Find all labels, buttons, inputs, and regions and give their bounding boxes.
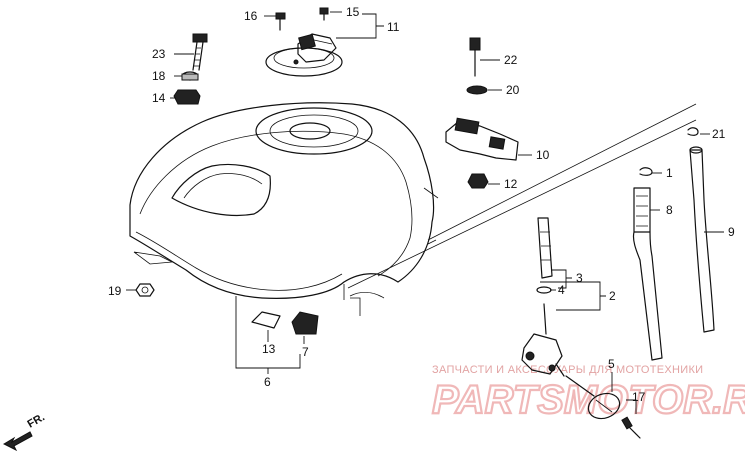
label-12: 12: [504, 177, 518, 191]
front-arrow-icon: [2, 431, 33, 452]
filler-cap: [265, 33, 343, 77]
fuel-strainer-3: [537, 217, 553, 279]
label-18: 18: [152, 69, 166, 83]
cushion-14: [173, 89, 201, 105]
reference-lines: [343, 103, 697, 316]
label-2: 2: [609, 289, 616, 303]
label-7: 7: [302, 345, 309, 359]
label-13: 13: [262, 342, 276, 356]
screw-16: [275, 12, 286, 31]
label-5: 5: [608, 357, 615, 371]
label-22: 22: [504, 53, 518, 67]
bracket-10: [445, 117, 519, 161]
label-14: 14: [152, 91, 166, 105]
leader-lines: [126, 11, 724, 414]
label-9: 9: [728, 225, 735, 239]
label-10: 10: [536, 148, 550, 162]
cushion-7: [291, 311, 319, 335]
nut-19: [135, 283, 155, 297]
lever-5: [565, 375, 621, 420]
label-15: 15: [346, 5, 360, 19]
cushion-13: [251, 311, 281, 329]
nut-12: [467, 173, 489, 189]
label-1: 1: [666, 166, 673, 180]
hose-9: [689, 146, 715, 333]
label-8: 8: [666, 203, 673, 217]
part-labels: 16 15 11 23 18 14 22 20 10 12 21 1 8 9 3…: [108, 5, 735, 404]
watermark-logo: PARTSMOTOR.RU: [432, 378, 745, 422]
label-23: 23: [152, 47, 166, 61]
bolt-23: [192, 33, 208, 71]
label-11: 11: [387, 20, 400, 34]
hose-8: [632, 187, 663, 361]
screw-15: [319, 7, 329, 21]
fuel-tank: [129, 102, 439, 299]
bolt-22: [469, 37, 481, 77]
collar-18: [181, 71, 199, 81]
screw-17: [621, 416, 641, 439]
watermark-caption: ЗАПЧАСТИ И АКСЕССУАРЫ ДЛЯ МОТОТЕХНИКИ: [432, 364, 703, 376]
fuel-valve-2: [521, 303, 565, 377]
label-4: 4: [558, 283, 565, 297]
label-19: 19: [108, 284, 122, 298]
label-21: 21: [712, 127, 726, 141]
label-6: 6: [264, 375, 271, 389]
washer-20: [466, 85, 488, 95]
front-label: FR.: [26, 411, 47, 430]
clip-1: [639, 167, 653, 176]
label-20: 20: [506, 83, 520, 97]
front-direction-marker: FR.: [2, 411, 47, 452]
o-ring-4: [536, 286, 552, 294]
label-17: 17: [632, 390, 646, 404]
clip-21: [687, 127, 699, 136]
label-16: 16: [244, 9, 258, 23]
label-3: 3: [576, 271, 583, 285]
